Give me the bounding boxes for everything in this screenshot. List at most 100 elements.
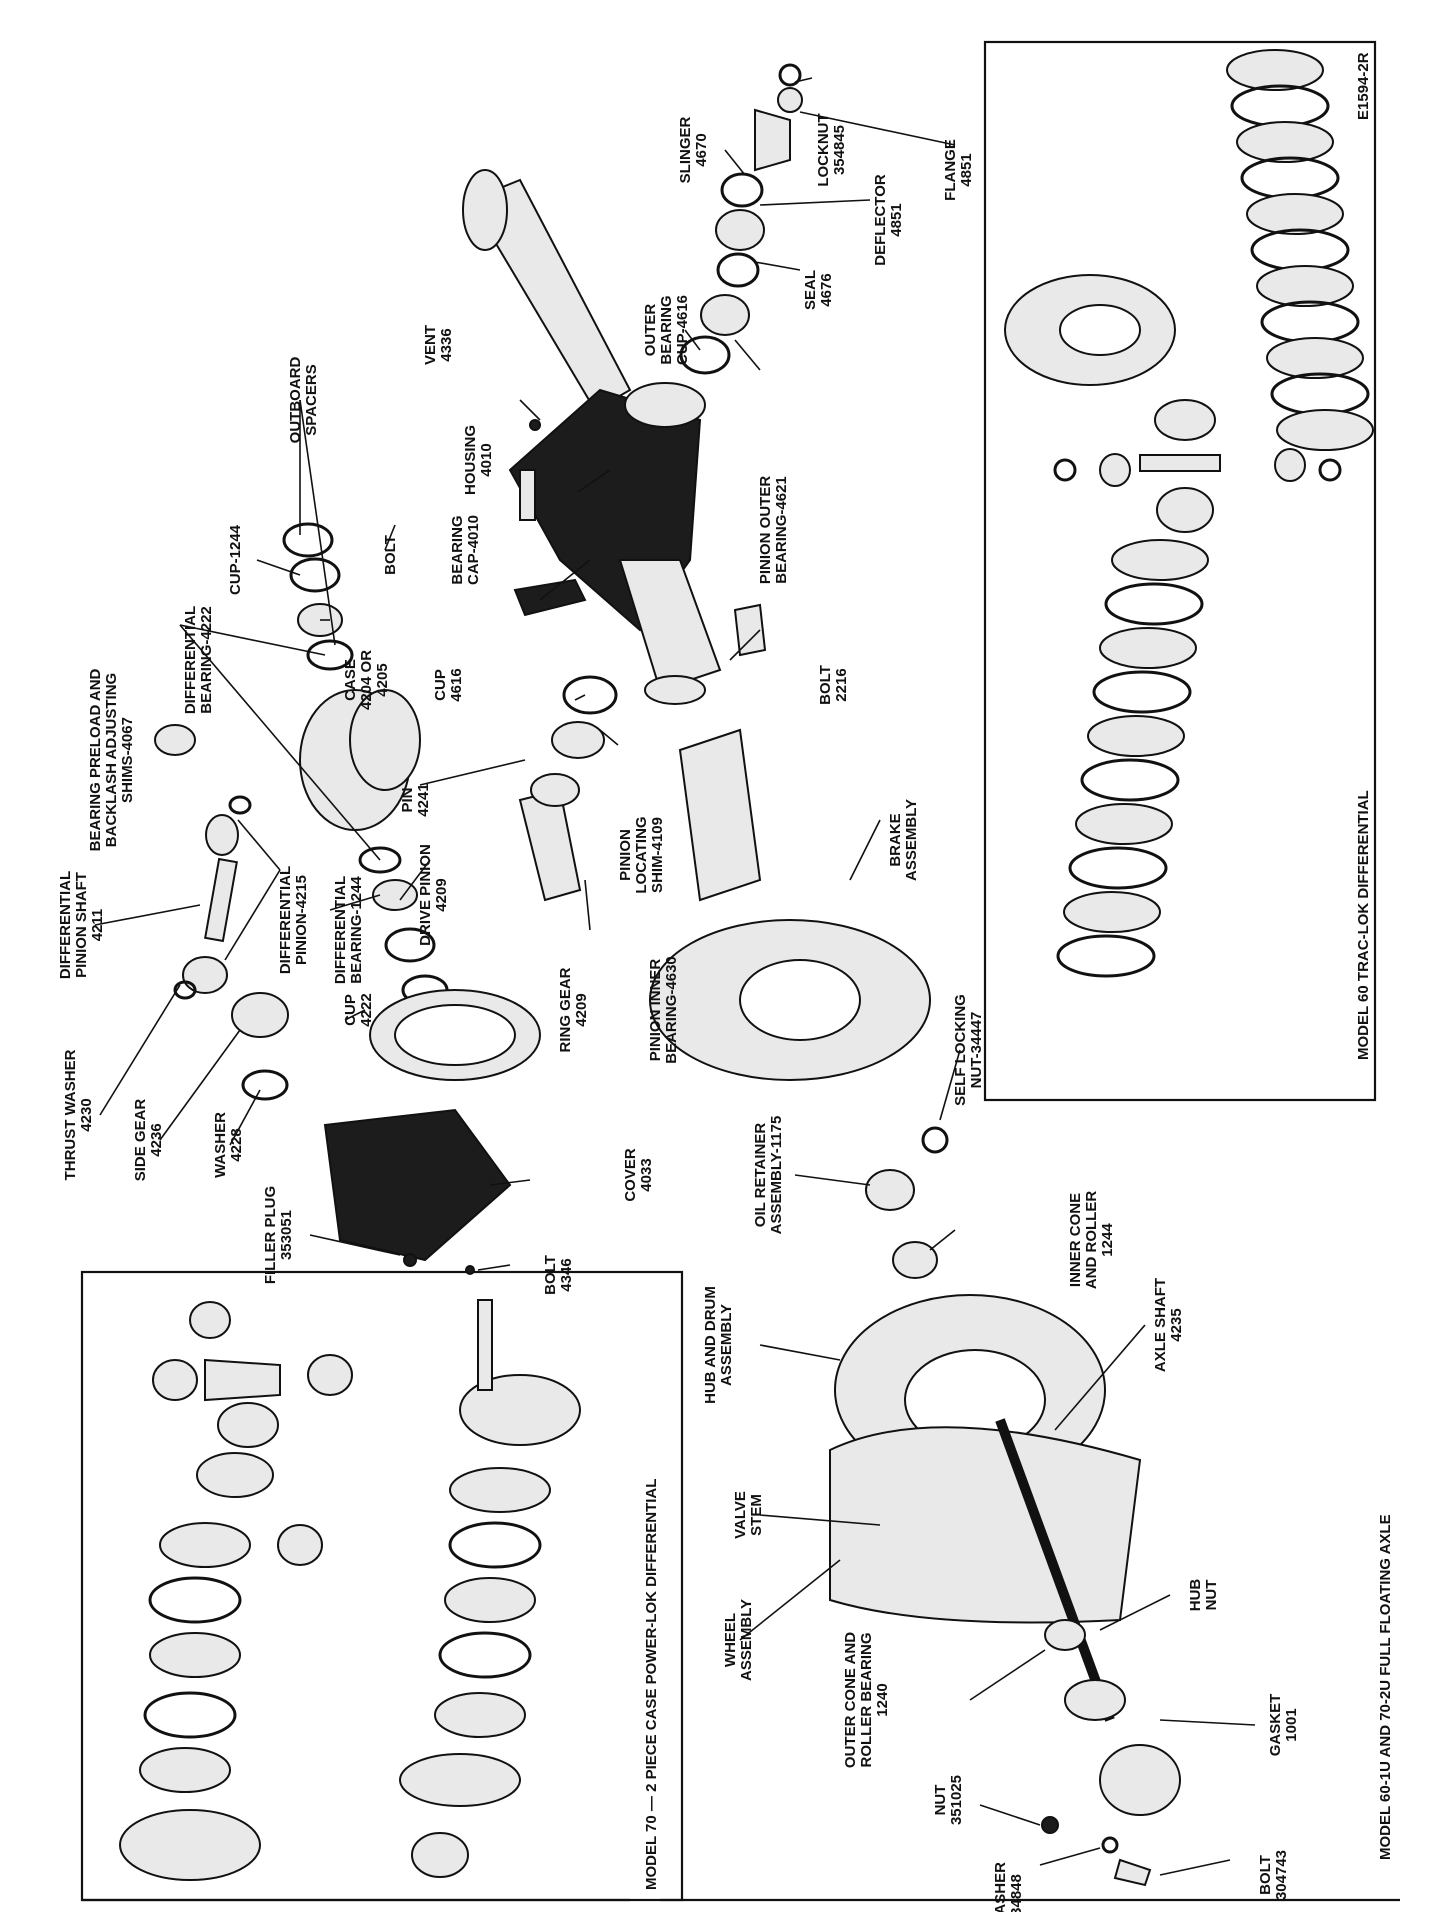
label-hub-nut-line: NUT xyxy=(1203,1580,1220,1611)
label-differential-bearing-4222-line: DIFFERENTIAL xyxy=(182,606,199,714)
label-pin-line: PIN xyxy=(399,787,416,812)
label-inner-cone-line: AND ROLLER xyxy=(1083,1191,1100,1289)
hub-nut xyxy=(1044,1619,1086,1651)
label-pinion-locating-shim: PINIONLOCATINGSHIM-4109 xyxy=(617,816,666,893)
label-washer-4228-line: WASHER xyxy=(212,1112,229,1178)
label-hub-and-drum-line: ASSEMBLY xyxy=(718,1304,735,1386)
label-outer-cone-line: OUTER CONE AND xyxy=(842,1632,859,1768)
label-washer-4228: WASHER4228 xyxy=(212,1112,245,1178)
label-outer-cone-line: 1240 xyxy=(874,1683,891,1716)
label-outboard-spacers-line: OUTBOARD xyxy=(287,357,304,444)
clutch-plate xyxy=(1092,670,1192,714)
clutch-plate xyxy=(1266,337,1364,379)
label-locknut-line: 354845 xyxy=(831,125,848,175)
drive-pinion-group xyxy=(518,469,618,902)
label-differential-pinion-shaft-line: PINION SHAFT xyxy=(73,872,90,978)
label-bolt-4346-line: BOLT xyxy=(542,1255,559,1295)
label-case-line: 4204 OR xyxy=(358,650,375,710)
clutch-plate xyxy=(1230,84,1330,128)
label-gasket-line: 1001 xyxy=(1283,1708,1300,1741)
clutch-plate xyxy=(1240,156,1340,200)
clutch-plate xyxy=(1260,300,1360,344)
label-ring-gear-line: RING GEAR xyxy=(557,967,574,1052)
caption-powerlok: MODEL 70 — 2 PIECE CASE POWER-LOK DIFFER… xyxy=(643,1479,660,1890)
label-bolt-2216: BOLT2216 xyxy=(817,665,850,705)
label-ring-gear-line: 4209 xyxy=(573,993,590,1026)
label-flange-line: FLANGE xyxy=(942,139,959,201)
clutch-plate xyxy=(1246,193,1344,235)
label-filler-plug: FILLER PLUG353051 xyxy=(262,1186,295,1284)
label-shims-line: BACKLASH ADJUSTING xyxy=(103,673,120,847)
label-shims: BEARING PRELOAD ANDBACKLASH ADJUSTINGSHI… xyxy=(87,668,136,851)
label-locknut: LOCKNUT354845 xyxy=(815,113,848,186)
label-inner-cone: INNER CONEAND ROLLER1244 xyxy=(1067,1191,1116,1289)
axle-housing xyxy=(462,169,722,705)
label-cover-line: 4033 xyxy=(638,1158,655,1191)
filler-plug xyxy=(403,1253,417,1267)
label-differential-pinion-shaft-line: 4211 xyxy=(89,909,106,942)
axle-flange xyxy=(1099,1744,1181,1816)
vent xyxy=(529,419,541,431)
label-brake-assembly: BRAKEASSEMBLY xyxy=(887,799,920,881)
bolt-2216 xyxy=(733,603,767,657)
label-cup-4616-line: CUP xyxy=(432,669,449,701)
label-deflector-line: 4851 xyxy=(888,203,905,236)
pinion-stack xyxy=(679,63,803,375)
label-inner-cone-line: 1244 xyxy=(1099,1223,1116,1257)
label-case-line: CASE xyxy=(342,659,359,701)
bolt-4346 xyxy=(465,1265,475,1275)
label-hub-and-drum-line: HUB AND DRUM xyxy=(702,1286,719,1404)
figure-code: E1594-2R xyxy=(1355,52,1372,120)
label-differential-bearing-4222: DIFFERENTIALBEARING-4222 xyxy=(182,606,215,714)
label-slinger: SLINGER4670 xyxy=(677,117,710,184)
label-seal: SEAL4676 xyxy=(802,270,835,310)
label-locknut-line: LOCKNUT xyxy=(815,113,832,186)
label-shims-line: SHIMS-4067 xyxy=(119,717,136,803)
label-brake-assembly-line: ASSEMBLY xyxy=(903,799,920,881)
label-cup-4616-line: 4616 xyxy=(448,668,465,701)
clutch-plate xyxy=(1104,582,1204,626)
label-pinion-outer-bearing-line: BEARING-4621 xyxy=(773,476,790,584)
clutch-plate xyxy=(1080,758,1180,802)
label-differential-pinion-shaft: DIFFERENTIALPINION SHAFT4211 xyxy=(57,871,106,979)
label-side-gear-line: 4236 xyxy=(148,1123,165,1156)
label-hub-nut: HUBNUT xyxy=(1187,1579,1220,1612)
label-nut-351025-line: 351025 xyxy=(948,1775,965,1825)
clutch-plate xyxy=(1250,228,1350,272)
clutch-plate xyxy=(1087,715,1185,757)
label-ring-gear: RING GEAR4209 xyxy=(557,967,590,1052)
label-cover-line: COVER xyxy=(622,1148,639,1202)
label-self-locking-nut-line: SELF LOCKING xyxy=(952,994,969,1106)
label-valve-stem-line: VALVE xyxy=(732,1491,749,1539)
label-case: CASE4204 OR4205 xyxy=(342,650,391,710)
label-bolt-4346-line: 4346 xyxy=(558,1258,575,1291)
label-bolt-304743-line: 304743 xyxy=(1273,1850,1290,1900)
label-cup-4222: CUP4222 xyxy=(342,993,375,1026)
label-differential-pinion-line: PINION-4215 xyxy=(293,875,310,965)
label-cover: COVER4033 xyxy=(622,1148,655,1202)
clutch-plate xyxy=(1099,627,1197,669)
label-outer-bearing-cup-line: OUTER xyxy=(642,304,659,357)
label-washer-34848-line: 34848 xyxy=(1008,1874,1025,1912)
label-drive-pinion-line: 4209 xyxy=(433,878,450,911)
label-deflector: DEFLECTOR4851 xyxy=(872,174,905,266)
spindle xyxy=(678,728,762,902)
label-hub-nut-line: HUB xyxy=(1187,1579,1204,1612)
axle-shaft xyxy=(995,1418,1115,1722)
label-housing-line: 4010 xyxy=(478,443,495,476)
clutch-plate xyxy=(1063,891,1161,933)
label-valve-stem-line: STEM xyxy=(748,1494,765,1536)
label-slinger-line: 4670 xyxy=(693,133,710,166)
caption-traclok: MODEL 60 TRAC-LOK DIFFERENTIAL xyxy=(1355,790,1372,1060)
label-outer-bearing-cup-line: CUP-4616 xyxy=(674,295,691,365)
label-cup-4222-line: 4222 xyxy=(358,993,375,1026)
label-pinion-inner-bearing-line: PINION INNER xyxy=(647,959,664,1062)
label-housing-line: HOUSING xyxy=(462,425,479,495)
oil-retainer xyxy=(865,1169,915,1211)
label-bolt-2216-line: 2216 xyxy=(833,668,850,701)
traclok-parts xyxy=(1004,274,1342,533)
label-brake-assembly-line: BRAKE xyxy=(887,813,904,866)
label-pinion-inner-bearing: PINION INNERBEARING-4630 xyxy=(647,956,680,1064)
